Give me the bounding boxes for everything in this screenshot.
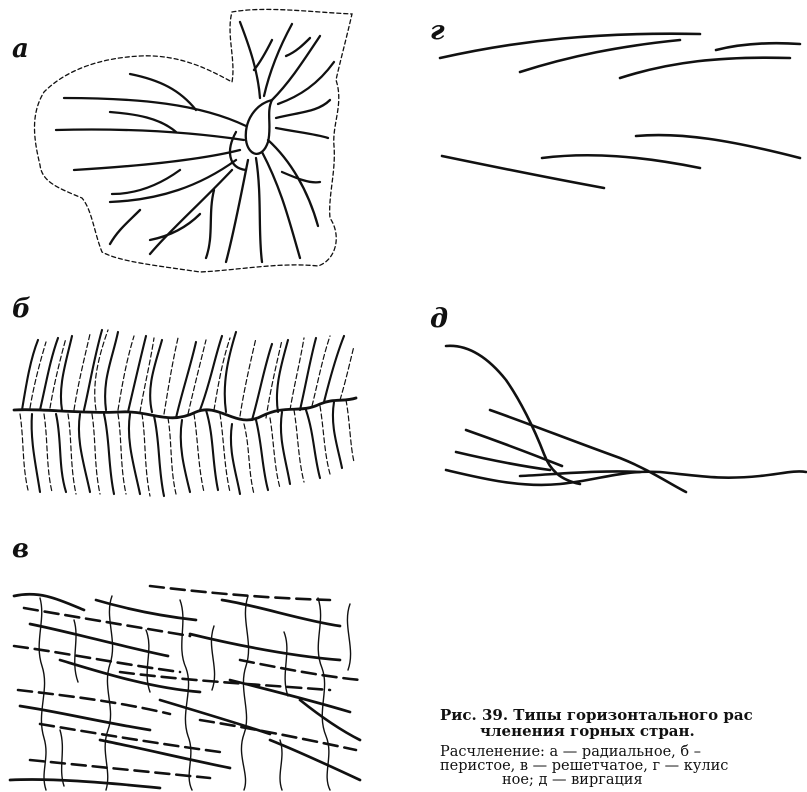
caption-body-line-3: ное; д — виргация [440,773,807,787]
pinnate-main-ridge [14,398,356,420]
figure-caption: Рис. 39. Типы горизонтального рас членен… [440,707,807,787]
coulisse-diagram [440,34,800,188]
caption-body-line-2: перистое, в — решетчатое, г — кулис [440,759,807,773]
caption-title-line-2: членения горных стран. [440,723,807,739]
caption-title-line-1: Рис. 39. Типы горизонтального рас [440,707,807,723]
caption-body-line-1: Расчленение: а — радиальное, б – [440,745,807,759]
virgation-diagram [446,346,806,492]
radial-diagram [35,9,353,272]
lattice-diagram [10,586,360,790]
pinnate-diagram [14,330,356,496]
radial-outline [35,9,353,272]
